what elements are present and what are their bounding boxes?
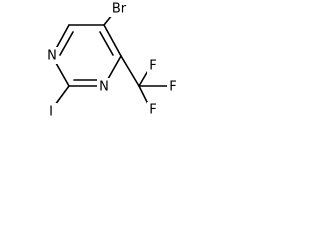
bond-c4-cf3 [120,55,140,87]
fluorine-right-label: F [169,80,176,95]
fluorine-upper-label: F [149,59,156,74]
bromine-label: Br [112,2,127,17]
ring-nitrogen-bottom-label: N [99,80,109,95]
bond-c5-c4 [103,24,122,57]
fluorine-lower-label: F [149,103,156,118]
double-bond-n1-c6 [59,31,74,56]
iodine-label: I [49,105,53,120]
chemical-structure: N N Br I F F F [45,0,179,120]
ring-nitrogen-top-label: N [47,49,57,64]
atom-label-group: N N Br I F F F [45,0,179,120]
double-bond-c5-c4 [99,31,114,56]
